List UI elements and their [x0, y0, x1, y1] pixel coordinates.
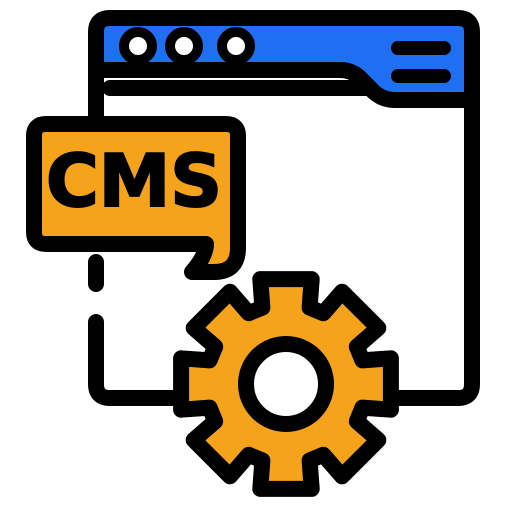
cms-badge: CMS — [26, 116, 246, 280]
window-dot-icon — [119, 27, 157, 65]
badge-shape — [26, 116, 246, 280]
badge-text: CMS — [46, 139, 222, 223]
gear-hole — [238, 336, 334, 432]
window-dot-icon — [165, 27, 203, 65]
gear-icon — [173, 271, 399, 497]
window-dot-icon — [217, 27, 255, 65]
